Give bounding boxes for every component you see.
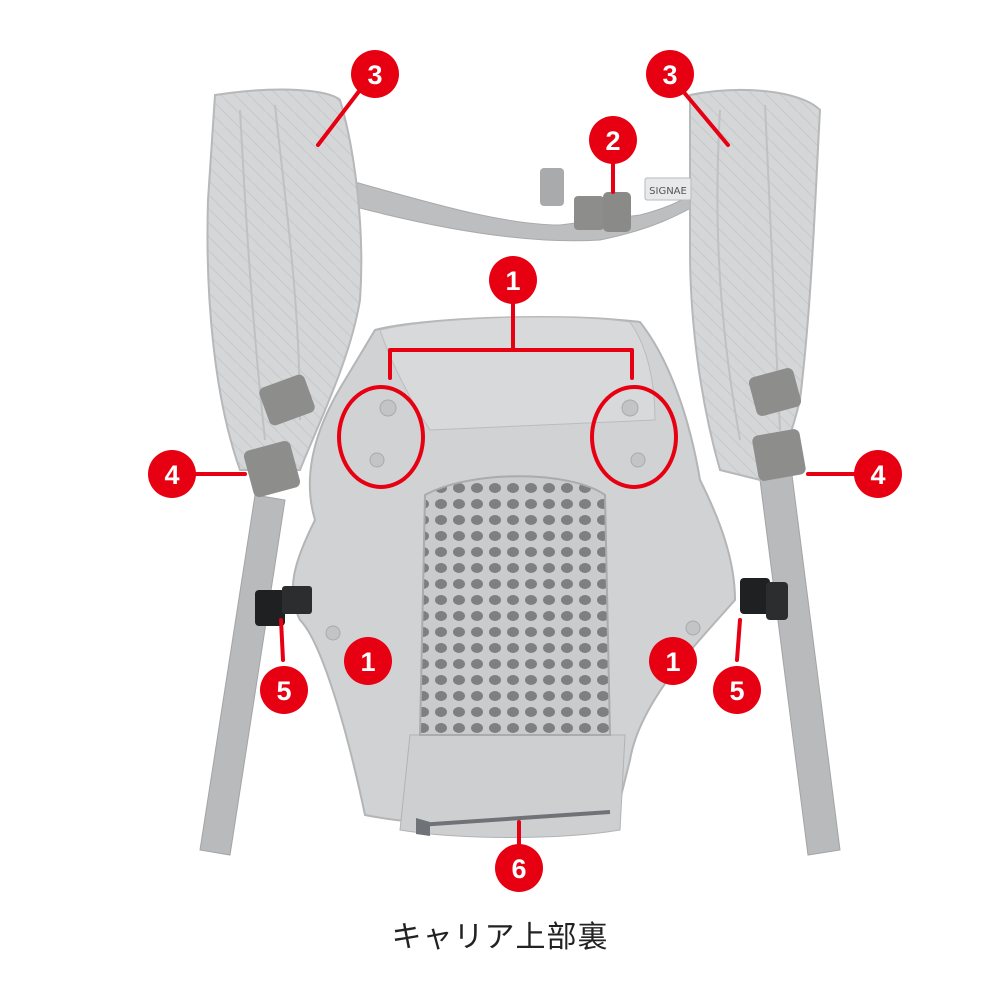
left-hanging-strap <box>199 494 286 856</box>
right-hanging-strap <box>759 474 841 856</box>
callout-marker-5-left: 5 <box>260 666 308 714</box>
callout-marker-3-right: 3 <box>646 50 694 98</box>
callout-marker-4-right: 4 <box>854 450 902 498</box>
svg-text:1: 1 <box>505 266 520 296</box>
svg-text:3: 3 <box>662 60 677 90</box>
snap-button <box>369 452 385 468</box>
svg-text:4: 4 <box>164 460 179 490</box>
snap-button <box>630 452 646 468</box>
callout-marker-6: 6 <box>495 844 543 892</box>
figure-caption: キャリア上部裏 <box>391 920 609 955</box>
callout-marker-1-top: 1 <box>489 256 537 304</box>
left-shoulder-adjuster-buckle <box>243 374 315 498</box>
brand-label-text: SIGNAE <box>649 186 687 197</box>
snap-button <box>325 625 341 641</box>
callout-marker-3-left: 3 <box>351 50 399 98</box>
snap-button <box>685 620 701 636</box>
zipper-pocket <box>417 810 611 827</box>
callout-marker-1-left: 1 <box>344 637 392 685</box>
brand-label <box>644 177 692 201</box>
zipper-pull-icon <box>416 818 430 836</box>
svg-text:5: 5 <box>729 676 744 706</box>
mesh-panel <box>418 475 612 736</box>
svg-text:5: 5 <box>276 676 291 706</box>
callout-marker-4-left: 4 <box>148 450 196 498</box>
left-side-buckle <box>255 586 312 626</box>
right-side-buckle <box>740 578 788 620</box>
chest-strap-tab <box>540 168 564 206</box>
svg-text:3: 3 <box>367 60 382 90</box>
callout-marker-1-right: 1 <box>649 637 697 685</box>
right-shoulder-pad <box>689 89 822 482</box>
svg-text:1: 1 <box>665 647 680 677</box>
chest-buckle <box>574 192 631 232</box>
snap-button <box>379 399 397 417</box>
left-shoulder-pad <box>206 88 363 471</box>
svg-text:4: 4 <box>870 460 885 490</box>
callout-leaders <box>190 88 860 847</box>
callout-marker-2: 2 <box>589 116 637 164</box>
svg-text:1: 1 <box>360 647 375 677</box>
callout-marker-5-right: 5 <box>713 666 761 714</box>
svg-text:6: 6 <box>511 854 526 884</box>
right-shoulder-adjuster-buckle <box>748 368 806 481</box>
svg-text:2: 2 <box>605 126 620 156</box>
head-panel <box>379 316 656 431</box>
snap-button <box>621 399 639 417</box>
